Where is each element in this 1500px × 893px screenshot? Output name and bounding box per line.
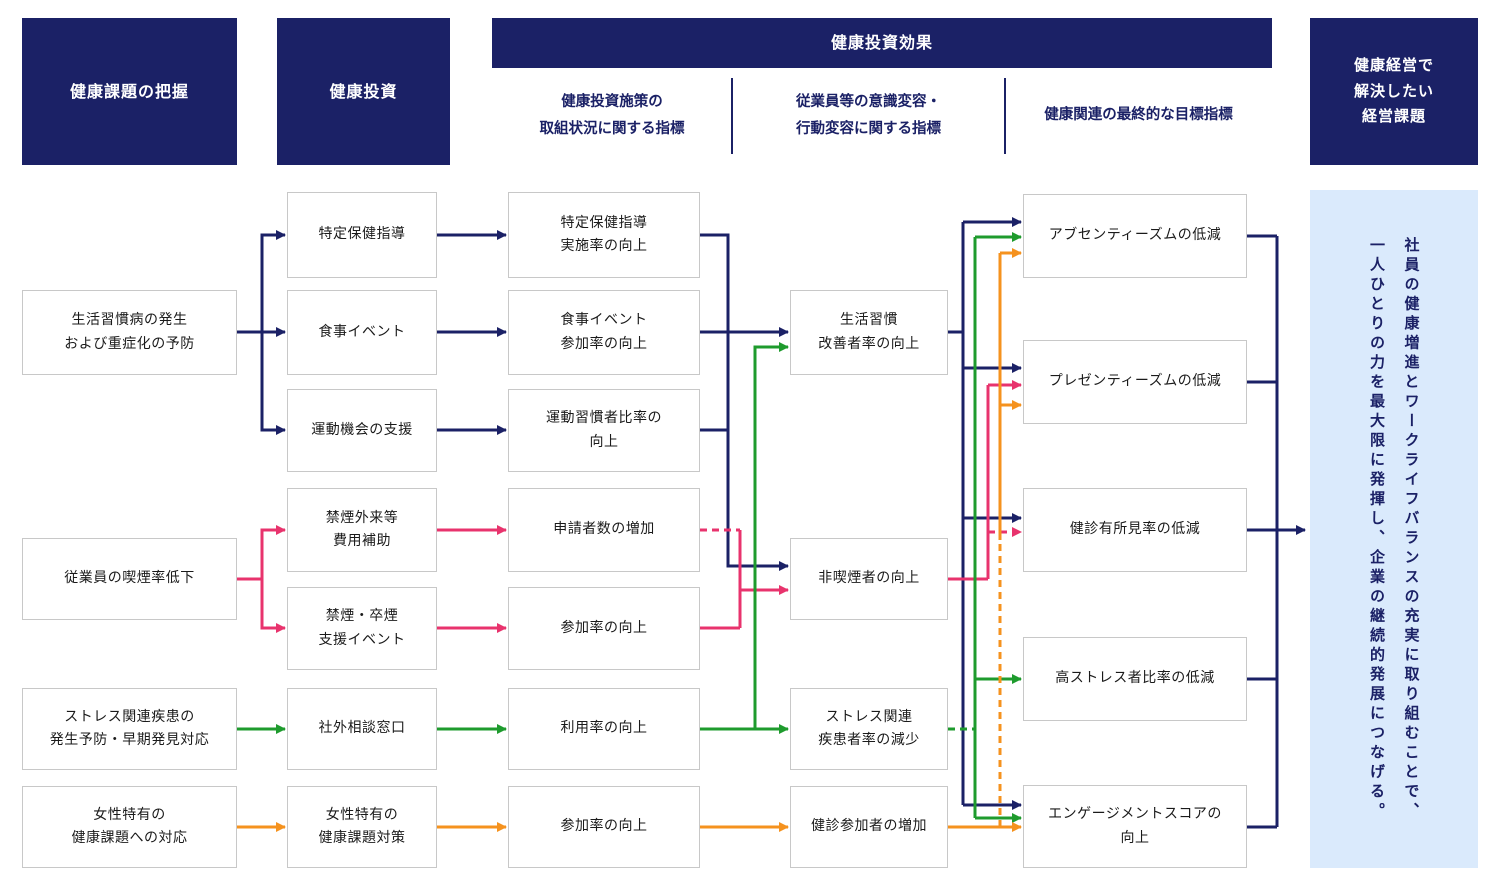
indicator-exercise-habit-ratio: 運動習慣者比率の 向上 [508, 389, 700, 472]
target-absenteeism-reduction: アブセンティーズムの低減 [1023, 194, 1247, 278]
arrow-segment [237, 577, 286, 633]
target-engagement-score-improvement: エンゲージメントスコアの 向上 [1023, 785, 1247, 868]
goal-statement-panel: 社員の健康増進とワークライフバランスの充実に取り組むことで、 一人ひとりの力を最… [1310, 190, 1478, 868]
arrow-segment [237, 230, 286, 334]
issue-stress-disease: ストレス関連疾患の 発生予防・早期発見対応 [22, 688, 237, 770]
subheader-process-indicators: 健康投資施策の 取組状況に関する指標 [539, 94, 685, 137]
indicator-guidance-implementation-rate: 特定保健指導 実施率の向上 [508, 192, 700, 278]
indicator-consultation-usage-rate: 利用率の向上 [508, 688, 700, 770]
arrow-segment [700, 233, 789, 571]
target-checkup-findings-reduction: 健診有所見率の低減 [1023, 488, 1247, 572]
target-presenteeism-reduction: プレゼンティーズムの低減 [1023, 340, 1247, 424]
investment-smoking-cessation-event: 禁煙・卒煙 支援イベント [287, 587, 437, 670]
behavior-stress-disease-decrease: ストレス関連 疾患者率の減少 [790, 688, 948, 770]
goal-line-1: 社員の健康増進とワークライフバランスの充実に取り組むことで、 [1402, 236, 1421, 822]
header-investment-effect: 健康投資効果 [492, 18, 1272, 68]
subheader-divider [1004, 78, 1006, 154]
goal-statement-text: 社員の健康増進とワークライフバランスの充実に取り組むことで、 一人ひとりの力を最… [1360, 237, 1429, 822]
behavior-checkup-participants-increase: 健診参加者の増加 [790, 786, 948, 868]
investment-health-guidance: 特定保健指導 [287, 192, 437, 278]
header-health-issues: 健康課題の把握 [22, 18, 237, 165]
subheader-final-indicators: 健康関連の最終的な目標指標 [1044, 107, 1233, 124]
header-investment: 健康投資 [277, 18, 450, 165]
indicator-applicants-increase: 申請者数の増加 [508, 488, 700, 572]
issue-womens-health: 女性特有の 健康課題への対応 [22, 786, 237, 868]
investment-external-consultation: 社外相談窓口 [287, 688, 437, 770]
behavior-nonsmoker-rate: 非喫煙者の向上 [790, 538, 948, 620]
issue-lifestyle-disease: 生活習慣病の発生 および重症化の予防 [22, 290, 237, 375]
indicator-smoking-event-participation: 参加率の向上 [508, 587, 700, 670]
investment-smoking-clinic-subsidy: 禁煙外来等 費用補助 [287, 488, 437, 572]
arrow-segment [237, 525, 286, 581]
investment-meal-event: 食事イベント [287, 290, 437, 375]
arrow-segment [237, 330, 286, 435]
investment-exercise-support: 運動機会の支援 [287, 389, 437, 472]
subheader-divider [731, 78, 733, 154]
investment-womens-health-measures: 女性特有の 健康課題対策 [287, 786, 437, 868]
header-management-issues: 健康経営で 解決したい 経営課題 [1310, 18, 1478, 165]
issue-smoking-rate: 従業員の喫煙率低下 [22, 538, 237, 620]
subheader-behavior-indicators: 従業員等の意識変容・ 行動変容に関する指標 [796, 94, 941, 137]
indicator-womens-program-participation: 参加率の向上 [508, 786, 700, 868]
behavior-lifestyle-improvement-rate: 生活習慣 改善者率の向上 [790, 290, 948, 375]
target-high-stress-ratio-reduction: 高ストレス者比率の低減 [1023, 637, 1247, 721]
indicator-meal-event-participation: 食事イベント 参加率の向上 [508, 290, 700, 375]
goal-line-2: 一人ひとりの力を最大限に発揮し、企業の継続的発展につなげる。 [1368, 236, 1386, 822]
arrow-segment [753, 342, 789, 729]
